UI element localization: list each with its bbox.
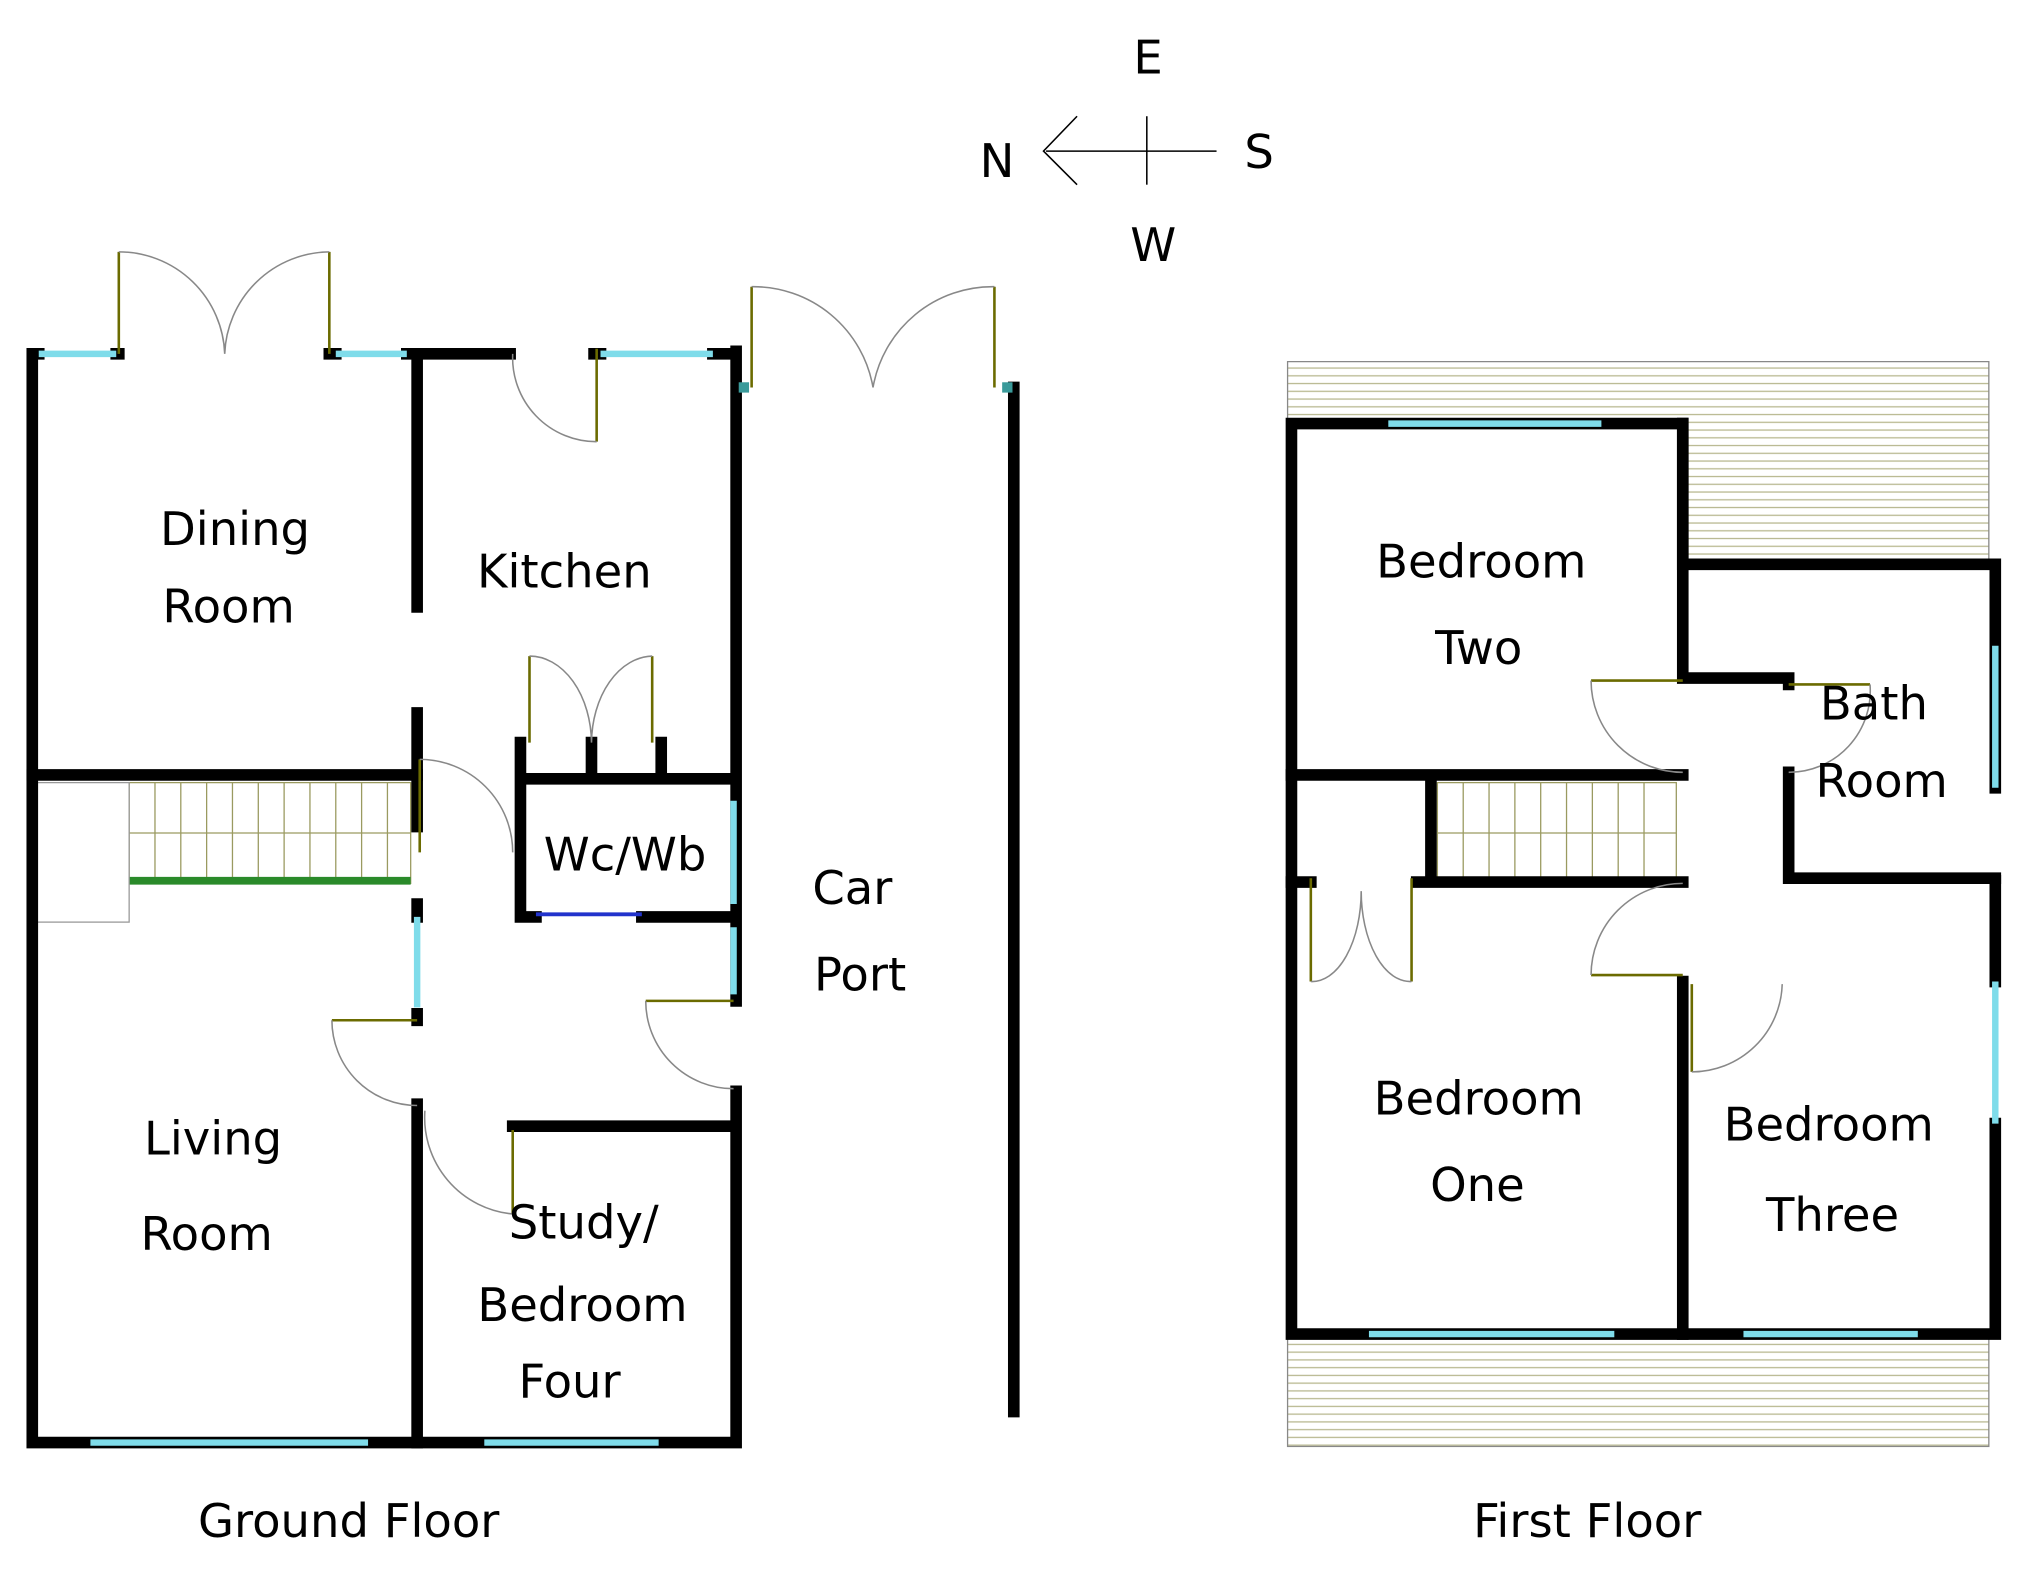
bedroom-three-label-2: Three [1765, 1188, 1899, 1242]
first-floor-plan: Bedroom Two Bath Room Bedroom One Bedroo… [1285, 360, 2002, 1548]
compass-south: S [1244, 125, 1274, 179]
bedroom-two-label-2: Two [1434, 621, 1522, 675]
kitchen-label: Kitchen [477, 545, 652, 599]
study-label-3: Four [518, 1354, 621, 1408]
bedroom-three-label-1: Bedroom [1724, 1097, 1934, 1151]
compass: N E S W [980, 31, 1274, 272]
study-label-1: Study/ [509, 1196, 659, 1250]
car-port-label-2: Port [814, 948, 906, 1002]
wc-label: Wc/Wb [544, 827, 707, 881]
first-floor-title: First Floor [1473, 1494, 1702, 1548]
car-port-label-1: Car [812, 861, 893, 915]
compass-west: W [1130, 218, 1176, 272]
compass-north: N [980, 134, 1015, 188]
dining-room-label-2: Room [162, 579, 294, 633]
dining-room-label-1: Dining [160, 502, 310, 556]
bedroom-one-label-1: Bedroom [1374, 1072, 1584, 1126]
ground-floor-title: Ground Floor [198, 1494, 500, 1548]
ground-floor-plan: Dining Room Kitchen Wc/Wb Car Port Livin… [26, 251, 1020, 1548]
living-room-label-2: Room [140, 1207, 272, 1261]
stairs [1436, 781, 1677, 882]
living-room-label-1: Living [144, 1112, 282, 1166]
bath-room-label-2: Room [1815, 754, 1947, 808]
stairs [34, 781, 412, 923]
bath-room-label-1: Bath [1820, 676, 1928, 730]
bedroom-two-label-1: Bedroom [1376, 534, 1586, 588]
compass-east: E [1133, 31, 1162, 85]
study-label-2: Bedroom [477, 1278, 687, 1332]
bedroom-one-label-2: One [1430, 1158, 1525, 1212]
